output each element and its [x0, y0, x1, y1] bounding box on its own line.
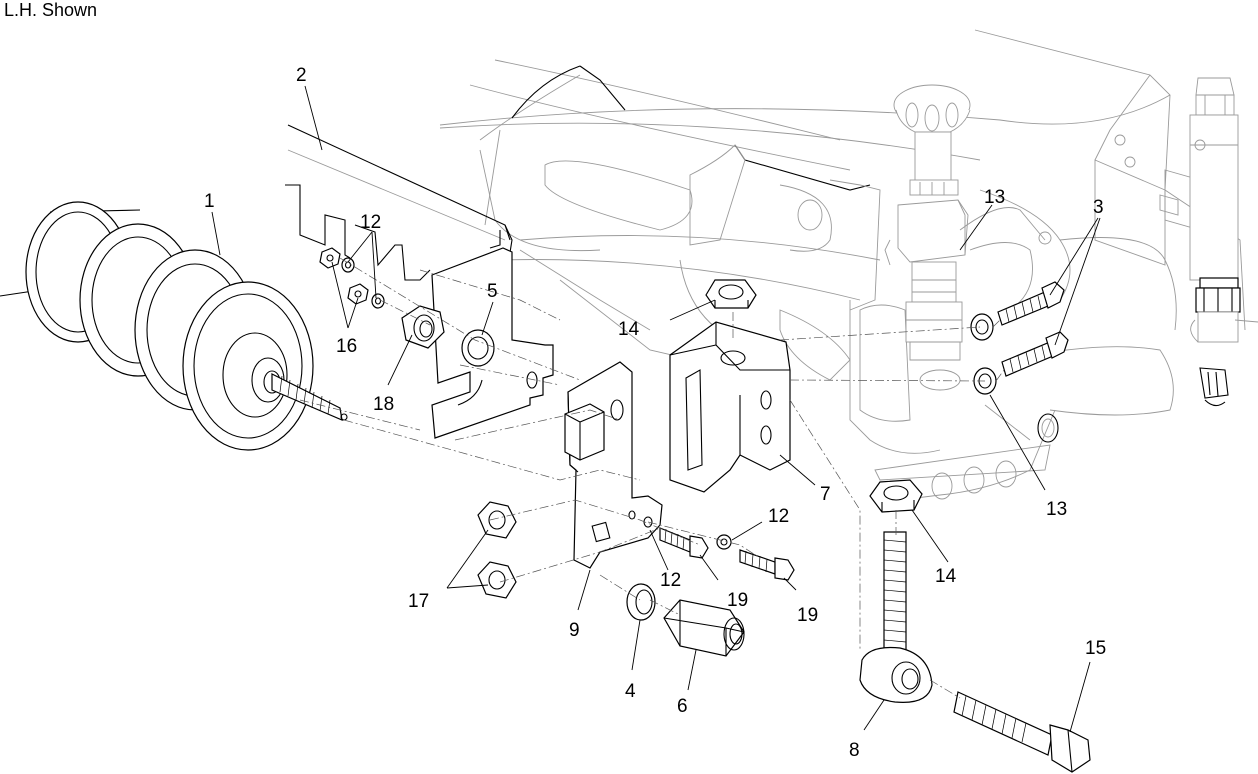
right-post-assembly	[1189, 77, 1258, 407]
callout-12-lower: 12	[660, 570, 681, 591]
alignment-centerlines	[299, 257, 1005, 699]
part-9-mounting-plate	[564, 361, 663, 569]
callout-18: 18	[373, 394, 394, 415]
part-1-reel-wheels	[0, 201, 348, 451]
callout-16: 16	[336, 336, 357, 357]
callout-3: 3	[1093, 197, 1104, 218]
part-19-bolt-right	[739, 549, 795, 581]
part-16-nuts	[319, 247, 369, 305]
leader-lines	[211, 85, 1101, 733]
callout-19-right: 19	[797, 605, 818, 626]
part-17-nuts	[477, 501, 517, 599]
callout-13-bottom: 13	[1046, 499, 1067, 520]
callout-12-right: 12	[768, 506, 789, 527]
part-12-washers-left	[341, 257, 385, 309]
callout-1: 1	[204, 191, 215, 212]
callout-numbers: 1 2 3 4 5 6 7 8 9 12 12 12 13 13 14 14 1…	[204, 65, 1106, 761]
part-4-washer	[626, 583, 656, 621]
part-19-bolt-left	[659, 527, 709, 559]
part-14-top-hex-nut	[705, 279, 757, 309]
callout-2: 2	[296, 65, 307, 86]
background-assembly	[439, 29, 1246, 501]
callout-19-left: 19	[727, 590, 748, 611]
part-5-washer	[461, 329, 495, 367]
callout-4: 4	[625, 681, 636, 702]
callout-14-top: 14	[618, 319, 640, 340]
part-13-washers	[970, 313, 997, 395]
callout-15: 15	[1085, 638, 1106, 659]
callout-13-top: 13	[984, 187, 1005, 208]
part-7-u-bracket	[669, 321, 791, 493]
callout-17: 17	[408, 591, 429, 612]
callout-7: 7	[820, 484, 831, 505]
part-2-deck-rail	[285, 124, 513, 281]
view-caption: L.H. Shown	[4, 0, 98, 20]
callout-14-bottom: 14	[935, 566, 957, 587]
part-14-lower-hex-nut	[869, 479, 923, 513]
part-12-washer-right	[716, 534, 732, 550]
part-3-screws	[997, 281, 1069, 377]
height-adjuster-knob	[884, 84, 1052, 391]
callout-9: 9	[569, 620, 580, 641]
part-8-eye-bolt	[859, 531, 933, 703]
callout-6: 6	[677, 696, 688, 717]
callout-5: 5	[487, 281, 498, 302]
callout-8: 8	[849, 740, 860, 761]
part-6-coupling-nut	[663, 599, 745, 657]
callout-12-left: 12	[360, 212, 381, 233]
part-15-bolt	[953, 691, 1091, 773]
